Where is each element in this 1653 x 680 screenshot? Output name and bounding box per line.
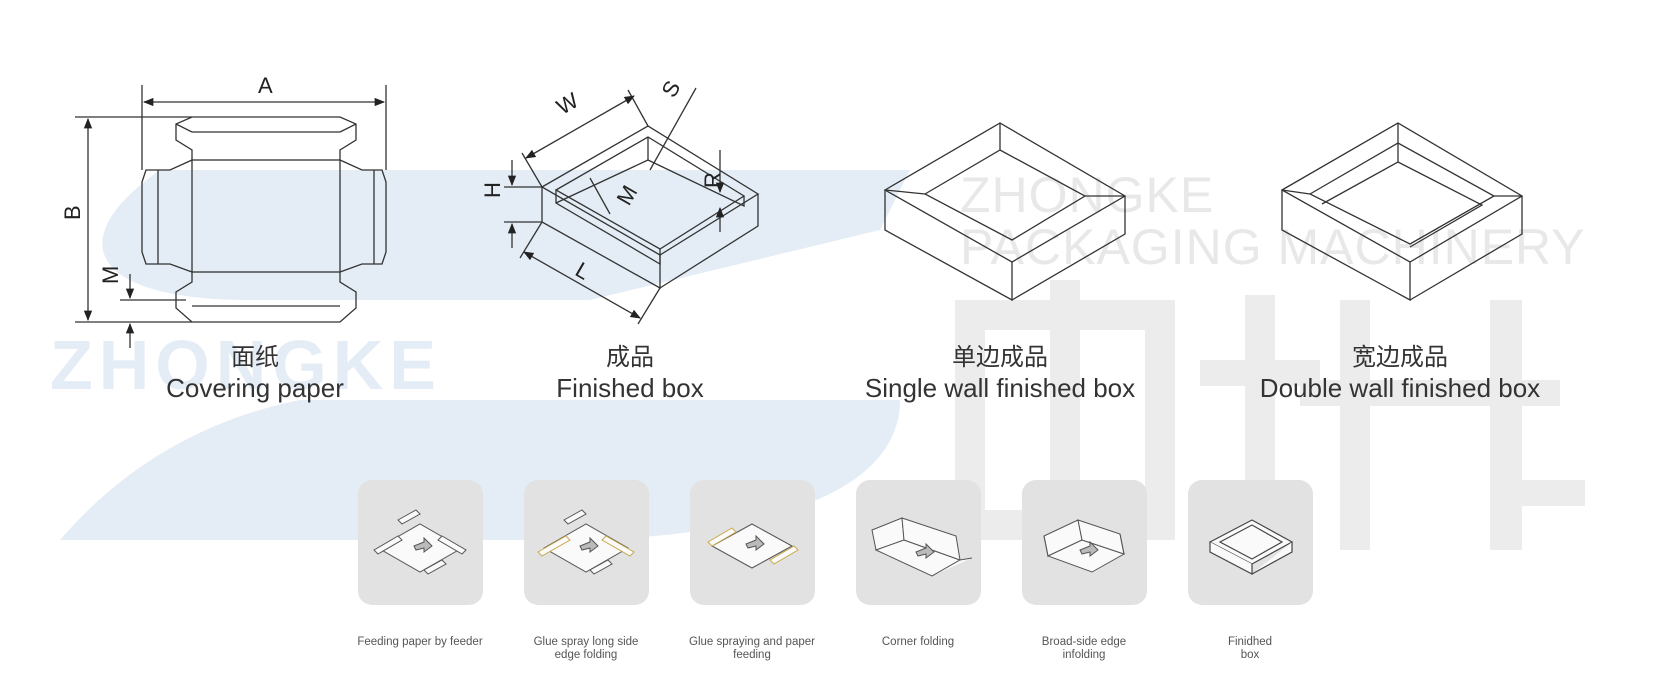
dim-r-label: R: [700, 172, 725, 188]
edge-infolding-icon: [1043, 519, 1126, 573]
dim-m-label-box: M: [612, 181, 643, 209]
caption-covering-paper-cn: 面纸: [231, 343, 279, 371]
dim-a-label: A: [258, 73, 273, 98]
corner-folding-icon: [871, 517, 973, 577]
step-label-glue-feeding: Glue spraying and paper feeding: [689, 636, 815, 661]
caption-double-wall-box: 宽边成品 Double wall finished box: [1245, 342, 1555, 404]
caption-single-wall-box: 单边成品 Single wall finished box: [850, 342, 1150, 404]
caption-covering-paper-en: Covering paper: [166, 373, 344, 403]
caption-finished-box: 成品 Finished box: [530, 342, 730, 404]
caption-double-wall-box-en: Double wall finished box: [1259, 373, 1541, 403]
step-tile-corner-folding: [856, 480, 981, 605]
dim-m-label-paper: M: [98, 266, 123, 284]
dim-b-label: B: [60, 205, 85, 220]
step-tile-finished-box: [1188, 480, 1313, 605]
step-tile-glue-spray: [524, 480, 649, 605]
caption-double-wall-box-cn: 宽边成品: [1352, 343, 1448, 371]
dim-h-label: H: [480, 182, 505, 198]
step-label-feeding-paper: Feeding paper by feeder: [357, 636, 483, 648]
step-tile-feeding-paper: [358, 480, 483, 605]
paper-feeding-icon: [707, 523, 799, 569]
step-tile-edge-infolding: [1022, 480, 1147, 605]
caption-single-wall-box-cn: 单边成品: [952, 343, 1048, 371]
step-tile-glue-feeding: [690, 480, 815, 605]
step-label-glue-spray: Glue spray long side edge folding: [533, 636, 639, 661]
caption-finished-box-en: Finished box: [556, 373, 704, 403]
watermark-brand-line2: PACKAGING MACHINERY: [960, 219, 1586, 275]
glue-spray-icon: [537, 509, 635, 575]
flat-paper-icon: [373, 509, 467, 575]
dim-s-label: S: [656, 76, 685, 101]
caption-single-wall-box-en: Single wall finished box: [864, 373, 1136, 403]
dim-l-line: [523, 251, 641, 319]
step-label-corner-folding: Corner folding: [881, 636, 955, 648]
caption-finished-box-cn: 成品: [606, 343, 654, 371]
watermark-brand-line1: ZHONGKE: [960, 167, 1215, 223]
dim-l-label: L: [571, 257, 594, 285]
finished-box-diagram: [504, 87, 760, 325]
watermark-logo-latin: ZHONGKE: [50, 326, 442, 404]
covering-paper-diagram: [75, 85, 387, 348]
finished-box-icon: [1208, 519, 1294, 575]
single-wall-box-diagram: [883, 122, 1127, 302]
caption-covering-paper: 面纸 Covering paper: [145, 342, 365, 404]
dim-w-line: [525, 95, 635, 159]
double-wall-box-diagram: [1280, 122, 1524, 302]
step-label-edge-infolding: Broad-side edge infolding: [1041, 636, 1127, 661]
step-label-finished-box: Finidhed box: [1227, 636, 1273, 661]
dim-w-label: W: [552, 87, 583, 119]
